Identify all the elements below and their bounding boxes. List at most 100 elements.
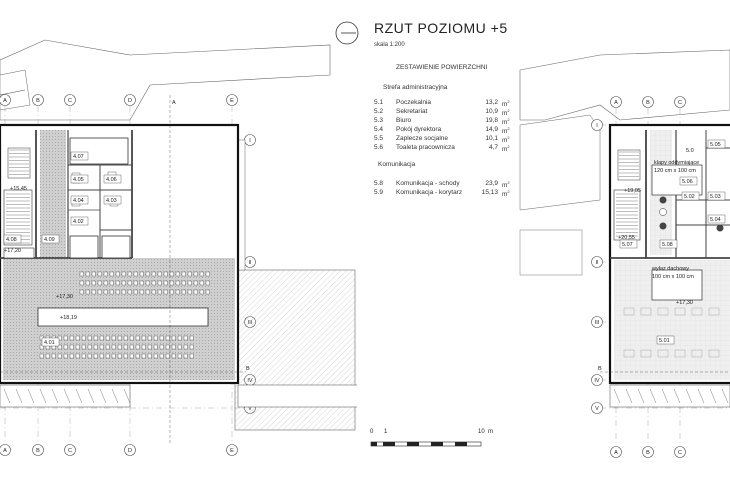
terrace-hatch (613, 388, 621, 404)
seat (159, 335, 164, 341)
seat (141, 344, 146, 350)
seat (91, 271, 96, 277)
stair-upper (7, 147, 31, 179)
grid-axis-label: I (596, 123, 598, 129)
room-tag-box (103, 174, 122, 184)
seat (79, 280, 84, 286)
room-area: 13,2 (485, 99, 498, 106)
level-mark: +17,30 (56, 294, 73, 300)
area-row: 5.6 Toaleta pracownicza 4,7 m2 (374, 144, 514, 153)
seat (193, 289, 198, 295)
terrace-hatch (709, 388, 717, 404)
seat (81, 353, 86, 359)
seat (163, 271, 168, 277)
seat (115, 271, 120, 277)
grid-axis-bubble (674, 96, 686, 108)
furniture-outline (708, 349, 720, 358)
room-number-label: 5.07 (622, 242, 633, 248)
level-mark: +19,05 (624, 188, 641, 194)
room-name: Biuro (396, 117, 412, 124)
seat (171, 353, 176, 359)
seat (129, 353, 134, 359)
neighbour-outline (0, 39, 331, 121)
room-number: 5.9 (374, 189, 384, 196)
area-unit: m2 (502, 99, 510, 109)
seat (193, 271, 198, 277)
grid-axis-label: D (128, 448, 132, 454)
seat (183, 344, 188, 350)
seat (97, 280, 102, 286)
room-number: 5.5 (374, 135, 384, 142)
seat (187, 289, 192, 295)
level-mark: +17,20 (4, 248, 21, 254)
seat (91, 289, 96, 295)
seat (85, 289, 90, 295)
area-row: 5.3 Biuro 19,8 m2 (374, 117, 514, 126)
room-tag-box (41, 234, 60, 244)
room-name: Toaleta pracownicza (396, 144, 455, 151)
grid-axis-marker: III (591, 316, 603, 328)
level-mark: +17,30 (676, 300, 693, 306)
seat (87, 353, 92, 359)
area-row: 5.9 Komunikacja - korytarz 15,13 m2 (374, 189, 514, 198)
grid-axis-label: E (230, 448, 234, 454)
terrace-hatch (87, 388, 95, 404)
seat (93, 335, 98, 341)
area-unit: m2 (502, 126, 510, 136)
seat (163, 280, 168, 286)
seat (63, 353, 68, 359)
seat (151, 280, 156, 286)
seat (135, 353, 140, 359)
furniture-outline (640, 349, 652, 358)
grid-axis-marker: A (610, 96, 622, 108)
seat (139, 271, 144, 277)
seat (99, 344, 104, 350)
roof-hatch (651, 269, 703, 301)
area-unit: m2 (502, 135, 510, 145)
seat (115, 289, 120, 295)
room-name: Sekretariat (396, 108, 428, 115)
seat (127, 271, 132, 277)
room-tag-box (619, 239, 638, 249)
grid-axis-bubble (64, 94, 76, 106)
grid-axis-bubble (124, 94, 136, 106)
grid-axis-marker: C (674, 446, 686, 458)
grid-axis-label: I (249, 138, 251, 144)
seat (75, 344, 80, 350)
scale-bar-end-label: 10 m (478, 429, 494, 435)
grid-axis-bubble (226, 444, 238, 456)
seat (151, 271, 156, 277)
seat (129, 344, 134, 350)
room-area: 10,9 (485, 108, 498, 115)
grid-axis-bubble (32, 94, 44, 106)
seat (181, 271, 186, 277)
grid-axis-label: A (3, 98, 7, 104)
room-number-label: 4.03 (106, 198, 117, 204)
room-area: 23,9 (485, 180, 498, 187)
room-tag-box (707, 191, 726, 201)
room-tag-box (103, 195, 122, 205)
grid-axis-marker: II (591, 256, 603, 268)
grid-axis-marker: C (64, 94, 76, 106)
room-number-label: 5.0 (686, 148, 694, 154)
grid-axis-marker: C (674, 96, 686, 108)
seat (121, 271, 126, 277)
room-tag-box (70, 216, 89, 226)
left-floor-plan: AABBCCDDEEIIIIIIIVVAB4.074.054.064.044.0… (0, 39, 359, 456)
furniture-outline (674, 349, 686, 358)
seat (111, 344, 116, 350)
grid-axis-marker: I (244, 134, 256, 146)
seat (157, 280, 162, 286)
seat (189, 353, 194, 359)
seat (45, 353, 50, 359)
seat (181, 280, 186, 286)
seat (129, 335, 134, 341)
room-number-label: 5.05 (710, 142, 721, 148)
grid-axis-marker: B (32, 94, 44, 106)
grid-axis-marker: A (0, 444, 11, 456)
room-tag: 5.04 (707, 214, 726, 224)
seat (147, 344, 152, 350)
room-area: 15,13 (481, 189, 498, 196)
furniture-outline (623, 307, 635, 316)
